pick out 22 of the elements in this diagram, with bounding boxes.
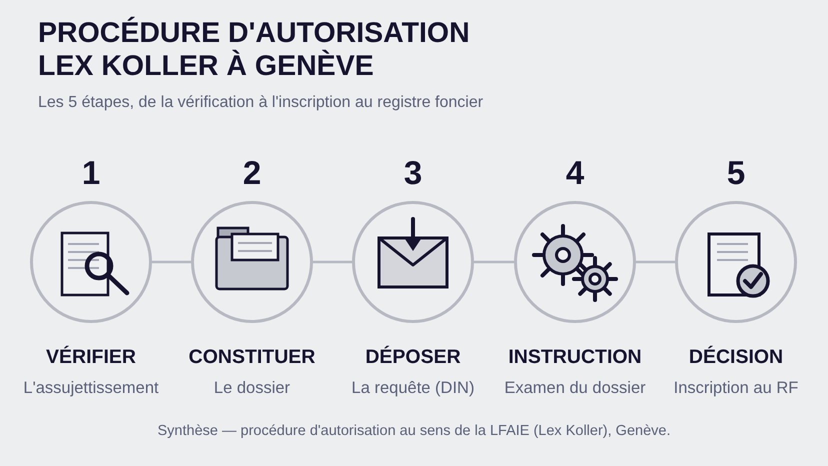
connector-line (636, 260, 675, 264)
step-title: DÉCISION (688, 345, 784, 369)
step-number: 1 (82, 154, 100, 192)
step-title: DÉPOSER (365, 345, 461, 369)
step-description: Inscription au RF (674, 378, 798, 399)
step-title: INSTRUCTION (508, 345, 642, 369)
subtitle: Les 5 étapes, de la vérification à l'inscription au registre foncier (38, 93, 484, 113)
step-description: La requête (DIN) (352, 378, 474, 399)
step-number: 3 (404, 154, 422, 192)
step-description: Le dossier (214, 378, 290, 399)
caption: Synthèse — procédure d'autorisation au sens de la LFAIE (Lex Koller), Genève. (158, 422, 670, 440)
connector-line (474, 260, 514, 264)
step-number: 4 (566, 154, 584, 192)
step-description: Examen du dossier (504, 378, 646, 399)
step-description: L'assujettissement (23, 378, 159, 399)
connector-line (313, 260, 352, 264)
step-title: VÉRIFIER (46, 345, 136, 369)
connector-line (152, 260, 191, 264)
step-number: 2 (242, 154, 262, 192)
title: PROCÉDURE D'AUTORISATION LEX KOLLER À GENÈVE (38, 17, 471, 83)
step-title: CONSTITUER (188, 345, 316, 369)
step-number: 5 (726, 154, 746, 192)
